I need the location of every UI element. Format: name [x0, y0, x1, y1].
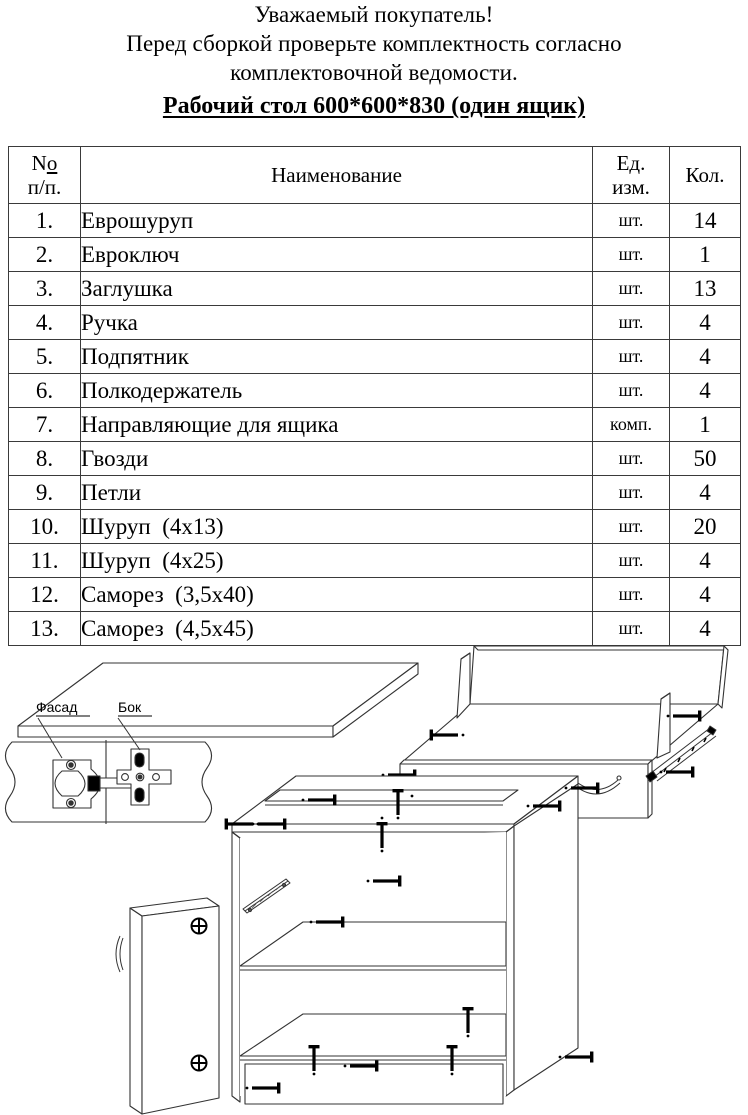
- product-title: Рабочий стол 600*600*830 (один ящик): [162, 93, 586, 119]
- cell-name: Заглушка: [80, 271, 593, 306]
- cell-unit: комп.: [592, 407, 670, 442]
- hinge-cup-marker-bottom: [190, 1054, 208, 1072]
- label-side: Бок: [118, 699, 142, 715]
- cell-name: Полкодержатель: [80, 373, 593, 408]
- document-header: Уважаемый покупатель! Перед сборкой пров…: [0, 0, 748, 121]
- cell-number: 4.: [8, 305, 81, 340]
- cell-quantity: 4: [669, 543, 741, 578]
- cell-quantity: 50: [669, 441, 741, 476]
- table-row: 7. Направляющие для ящика комп. 1: [8, 407, 741, 442]
- assembly-diagram: Фасад Бок: [0, 636, 748, 1115]
- column-header-unit-top: Ед.: [616, 151, 646, 175]
- hinge-detail: [4, 717, 213, 824]
- cell-name: Шуруп (4х13): [80, 509, 593, 544]
- label-facade: Фасад: [36, 699, 77, 715]
- cell-quantity: 4: [669, 577, 741, 612]
- cell-number: 2.: [8, 237, 81, 272]
- table-row: 2. Евроключ шт. 1: [8, 237, 741, 272]
- hinge-cup-marker-top: [190, 917, 208, 935]
- column-header-unit-bottom: изм.: [612, 175, 650, 199]
- cell-name: Шуруп (4х25): [80, 543, 593, 578]
- column-header-unit: Ед. изм.: [592, 146, 670, 204]
- hinge-mounting-plate: [116, 748, 172, 806]
- cell-quantity: 4: [669, 475, 741, 510]
- cell-number: 3.: [8, 271, 81, 306]
- column-header-quantity: Кол.: [669, 146, 741, 204]
- cell-name: Направляющие для ящика: [80, 407, 593, 442]
- table-row: 8. Гвозди шт. 50: [8, 441, 741, 476]
- cell-number: 9.: [8, 475, 81, 510]
- cell-name: Ручка: [80, 305, 593, 340]
- cell-quantity: 1: [669, 237, 741, 272]
- table-row: 11. Шуруп (4х25) шт. 4: [8, 543, 741, 578]
- cell-number: 11.: [8, 543, 81, 578]
- cell-unit: шт.: [592, 237, 670, 272]
- mounted-drawer-slide: [242, 878, 291, 914]
- table-row: 5. Подпятник шт. 4: [8, 339, 741, 374]
- cell-number: 5.: [8, 339, 81, 374]
- table-header-row: No п/п. Наименование Ед. изм. Кол.: [8, 146, 741, 204]
- column-header-number-sub: п/п.: [27, 175, 62, 199]
- cell-unit: шт.: [592, 339, 670, 374]
- cell-unit: шт.: [592, 577, 670, 612]
- header-greeting: Уважаемый покупатель!: [254, 2, 494, 27]
- diagram-labels: Фасад Бок: [36, 699, 152, 717]
- tabletop-panel: [17, 662, 419, 738]
- cell-name: Гвозди: [80, 441, 593, 476]
- table-row: 9. Петли шт. 4: [8, 475, 741, 510]
- cell-number: 12.: [8, 577, 81, 612]
- cell-quantity: 4: [669, 373, 741, 408]
- cell-number: 1.: [8, 203, 81, 238]
- cell-quantity: 13: [669, 271, 741, 306]
- cell-number: 8.: [8, 441, 81, 476]
- table-row: 3. Заглушка шт. 13: [8, 271, 741, 306]
- header-instruction-line-1: Перед сборкой проверьте комплектность со…: [126, 31, 622, 56]
- cell-name: Петли: [80, 475, 593, 510]
- table-row: 12. Саморез (3,5х40) шт. 4: [8, 577, 741, 612]
- cell-unit: шт.: [592, 373, 670, 408]
- cell-name: Подпятник: [80, 339, 593, 374]
- cell-unit: шт.: [592, 305, 670, 340]
- table-row: 4. Ручка шт. 4: [8, 305, 741, 340]
- door-panel: [115, 897, 220, 1115]
- table-row: 1. Еврошуруп шт. 14: [8, 203, 741, 238]
- cell-unit: шт.: [592, 543, 670, 578]
- column-header-name: Наименование: [80, 146, 593, 204]
- cell-unit: шт.: [592, 475, 670, 510]
- parts-list-body: 1. Еврошуруп шт. 14 2. Евроключ шт. 1 3.…: [8, 203, 741, 646]
- cell-unit: шт.: [592, 441, 670, 476]
- header-instruction-line-2: комплектовочной ведомости.: [230, 60, 518, 85]
- cell-quantity: 1: [669, 407, 741, 442]
- numero-sign: No: [31, 151, 58, 175]
- cell-name: Саморез (3,5х40): [80, 577, 593, 612]
- cabinet-carcass: [224, 775, 600, 1105]
- parts-list-table: No п/п. Наименование Ед. изм. Кол. 1. Ев…: [8, 146, 741, 646]
- cell-number: 10.: [8, 509, 81, 544]
- cell-quantity: 4: [669, 305, 741, 340]
- cell-quantity: 4: [669, 611, 741, 646]
- cell-name: Евроключ: [80, 237, 593, 272]
- cell-quantity: 14: [669, 203, 741, 238]
- cell-number: 13.: [8, 611, 81, 646]
- door-handle: [115, 935, 124, 973]
- cell-number: 7.: [8, 407, 81, 442]
- cell-name: Еврошуруп: [80, 203, 593, 238]
- table-row: 6. Полкодержатель шт. 4: [8, 373, 741, 408]
- table-row: 10. Шуруп (4х13) шт. 20: [8, 509, 741, 544]
- drawer-box: [381, 645, 729, 819]
- cell-name: Саморез (4,5х45): [80, 611, 593, 646]
- cell-unit: шт.: [592, 203, 670, 238]
- cell-number: 6.: [8, 373, 81, 408]
- cell-unit: шт.: [592, 509, 670, 544]
- column-header-number: No п/п.: [8, 146, 81, 204]
- cell-unit: шт.: [592, 271, 670, 306]
- table-row: 13. Саморез (4,5х45) шт. 4: [8, 611, 741, 646]
- cell-quantity: 4: [669, 339, 741, 374]
- cell-quantity: 20: [669, 509, 741, 544]
